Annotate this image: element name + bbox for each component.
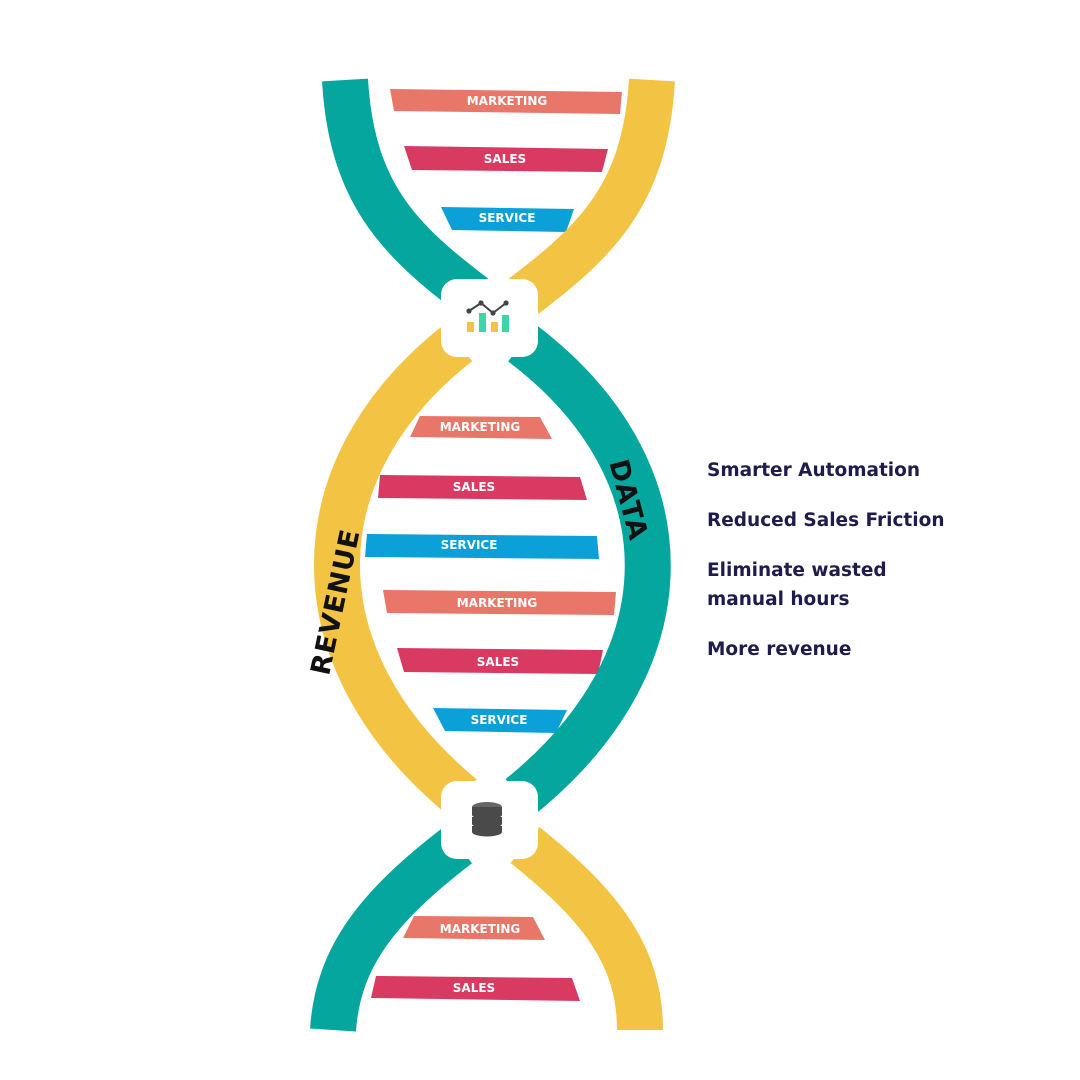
analytics-chart-icon <box>466 300 509 332</box>
svg-text:MARKETING: MARKETING <box>467 94 548 108</box>
strand-yellow-bottom <box>510 827 663 1031</box>
svg-text:SERVICE: SERVICE <box>479 211 536 225</box>
bar-1-marketing: MARKETING <box>390 89 622 114</box>
strand-yellow-middle <box>314 324 477 815</box>
strand-teal-top <box>322 78 499 324</box>
bar-11-sales: SALES <box>371 976 580 1001</box>
svg-text:SALES: SALES <box>484 152 526 166</box>
svg-text:SERVICE: SERVICE <box>441 538 498 552</box>
database-icon <box>472 802 502 837</box>
strand-teal-bottom <box>310 826 473 1033</box>
benefit-item: Smarter Automation <box>707 460 921 481</box>
benefit-item: Eliminate wasted manual hours <box>707 560 887 610</box>
bar-5-sales: SALES <box>378 475 587 500</box>
strand-yellow-top <box>498 78 675 324</box>
bar-3-service: SERVICE <box>441 207 574 232</box>
bar-7-marketing: MARKETING <box>383 590 616 615</box>
bar-6-service: SERVICE <box>365 534 599 559</box>
benefit-item: More revenue <box>707 639 852 660</box>
svg-text:SALES: SALES <box>453 480 495 494</box>
bar-9-service: SERVICE <box>433 708 567 733</box>
svg-text:MARKETING: MARKETING <box>457 596 538 610</box>
analytics-icon-box <box>441 279 538 357</box>
svg-text:MARKETING: MARKETING <box>440 922 521 936</box>
benefits-list: Smarter Automation Reduced Sales Frictio… <box>707 456 1007 685</box>
benefit-item: Reduced Sales Friction <box>707 510 945 531</box>
bar-8-sales: SALES <box>397 648 603 674</box>
svg-text:SALES: SALES <box>477 655 519 669</box>
svg-text:SERVICE: SERVICE <box>471 713 528 727</box>
database-icon-box <box>441 781 538 859</box>
svg-text:SALES: SALES <box>453 981 495 995</box>
strand-teal-middle <box>505 324 671 815</box>
bar-10-marketing: MARKETING <box>403 916 545 940</box>
svg-text:MARKETING: MARKETING <box>440 420 521 434</box>
bar-2-sales: SALES <box>404 146 608 172</box>
bar-4-marketing: MARKETING <box>410 416 552 439</box>
